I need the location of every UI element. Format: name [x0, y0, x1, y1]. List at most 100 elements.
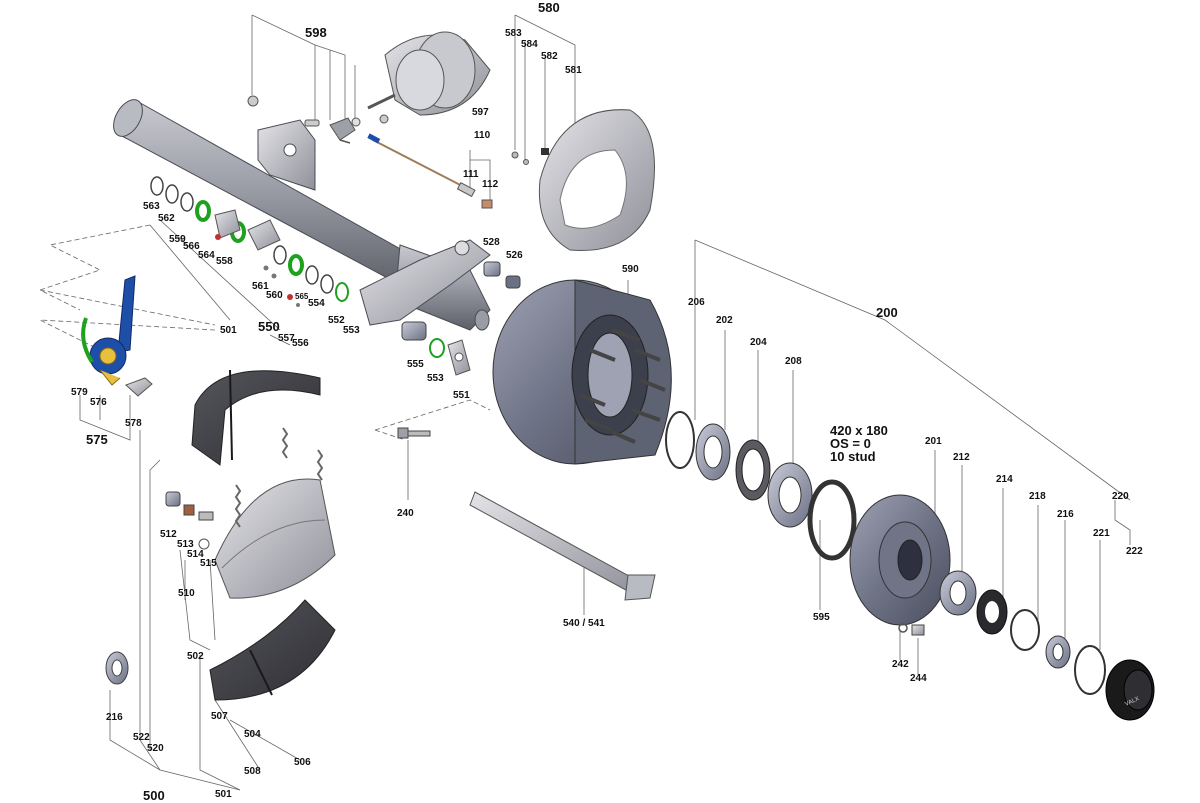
label-520: 520: [147, 743, 164, 754]
label-216-right: 216: [1057, 509, 1074, 520]
label-501-bottom: 501: [215, 789, 232, 800]
label-501-top: 501: [220, 325, 237, 336]
label-112: 112: [482, 179, 499, 190]
return-springs: [234, 427, 324, 528]
label-563: 563: [143, 201, 160, 212]
label-559: 559: [169, 234, 186, 245]
label-551: 551: [453, 390, 470, 401]
snap-ring-206: [665, 411, 695, 469]
label-502: 502: [187, 651, 204, 662]
brake-drum: [492, 279, 672, 465]
label-206: 206: [688, 297, 705, 308]
label-552: 552: [328, 315, 345, 326]
brake-shoe: [214, 478, 336, 599]
label-597: 597: [472, 107, 489, 118]
bolt: [397, 427, 431, 439]
label-244: 244: [910, 673, 927, 684]
label-208: 208: [785, 356, 802, 367]
label-507: 507: [211, 711, 228, 722]
label-218: 218: [1029, 491, 1046, 502]
label-212: 212: [953, 452, 970, 463]
gasket-595: [807, 479, 857, 561]
label-204: 204: [750, 337, 767, 348]
brake-lining-lower: [209, 599, 336, 701]
label-508: 508: [244, 766, 261, 777]
label-510: 510: [178, 588, 195, 599]
spring-seat-casting: [359, 239, 491, 326]
label-560: 560: [266, 290, 283, 301]
anchor-pin-parts: [165, 491, 214, 550]
brake-lining-upper: [191, 369, 321, 466]
label-111: 111: [463, 169, 479, 180]
label-504: 504: [244, 729, 261, 740]
camshaft: [469, 491, 656, 601]
label-555: 555: [407, 359, 424, 370]
label-201: 201: [925, 436, 942, 447]
label-200: 200: [876, 305, 898, 320]
label-556: 556: [292, 338, 309, 349]
bearing-208: [767, 462, 813, 528]
clevis-parts: [247, 95, 361, 144]
label-578: 578: [125, 418, 142, 429]
label-515: 515: [200, 558, 217, 569]
label-566: 566: [183, 241, 200, 252]
camshaft-bushing-rings-left: [150, 176, 194, 212]
camshaft-bushing-rings-right: [263, 245, 349, 307]
axle-mounting-bracket: [257, 119, 316, 191]
leader-lines: [38, 14, 1131, 791]
label-582: 582: [541, 51, 558, 62]
label-561: 561: [252, 281, 269, 292]
label-214: 214: [996, 474, 1013, 485]
label-220: 220: [1112, 491, 1129, 502]
label-590: 590: [622, 264, 639, 275]
label-522: 522: [133, 732, 150, 743]
label-221: 221: [1093, 528, 1110, 539]
label-528: 528: [483, 237, 500, 248]
label-202: 202: [716, 315, 733, 326]
label-216-left: 216: [106, 712, 123, 723]
label-110: 110: [474, 130, 491, 141]
dust-shield: [511, 109, 655, 251]
label-513: 513: [177, 539, 194, 550]
label-242: 242: [892, 659, 909, 670]
label-550: 550: [258, 319, 280, 334]
label-500: 500: [143, 788, 165, 803]
drum-spec-text: 420 x 180 OS = 0 10 stud: [830, 424, 888, 463]
label-553-bottom: 553: [427, 373, 444, 384]
label-564: 564: [198, 250, 215, 261]
label-558: 558: [216, 256, 233, 267]
label-579: 579: [71, 387, 88, 398]
label-554: 554: [308, 298, 325, 309]
cam-bracket-plate: [247, 219, 281, 251]
label-576: 576: [90, 397, 107, 408]
bearing-212: [939, 570, 977, 616]
label-583: 583: [505, 28, 522, 39]
label-240: 240: [397, 508, 414, 519]
label-553-top: 553: [343, 325, 360, 336]
axle-tube: [113, 99, 421, 291]
slack-adjuster: [81, 275, 153, 397]
o-ring-221: [1074, 645, 1106, 695]
label-584: 584: [521, 39, 538, 50]
snap-ring-218: [1010, 609, 1040, 651]
wheel-studs: [579, 328, 666, 444]
label-557: 557: [278, 333, 295, 344]
plug-242-244: [898, 623, 925, 636]
label-512: 512: [160, 529, 177, 540]
spec-studs: 10 stud: [830, 449, 876, 464]
bushings: [401, 261, 521, 376]
spec-offset: OS = 0: [830, 436, 871, 451]
wheel-hub-201: [849, 494, 951, 626]
green-seals-left: [195, 200, 246, 243]
label-575: 575: [86, 432, 108, 447]
oil-seal-left: [105, 651, 129, 685]
label-562: 562: [158, 213, 175, 224]
label-514: 514: [187, 549, 204, 560]
label-580: 580: [538, 0, 560, 15]
washer-214: [976, 589, 1008, 635]
brake-chamber: [367, 31, 491, 124]
abs-sensor: [367, 133, 493, 209]
label-565: 565: [295, 292, 309, 301]
label-222: 222: [1126, 546, 1143, 557]
